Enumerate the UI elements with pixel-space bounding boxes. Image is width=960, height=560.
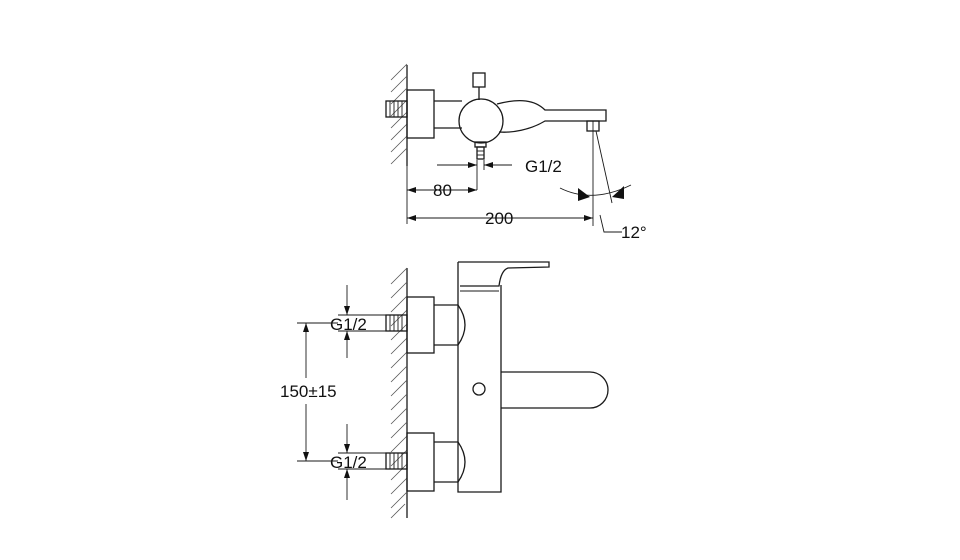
mixer-body-top bbox=[458, 98, 504, 144]
angle-lines bbox=[559, 130, 632, 233]
dim-thread-top bbox=[437, 160, 512, 190]
dim-spacing bbox=[297, 322, 338, 462]
spout-front bbox=[501, 371, 609, 409]
wall-top bbox=[390, 63, 408, 166]
dim-spacing-label: 150±15 bbox=[280, 382, 337, 401]
diverter-top bbox=[474, 141, 487, 160]
dim-80-label: 80 bbox=[433, 181, 452, 200]
front-view: G1/2 G1/2 150±15 bbox=[280, 261, 609, 519]
mixer-body-front bbox=[457, 261, 550, 493]
dim-thread-upper bbox=[338, 285, 386, 358]
dim-80 bbox=[406, 166, 477, 224]
dim-200 bbox=[407, 215, 593, 221]
thread-upper-label: G1/2 bbox=[330, 315, 367, 334]
pipe-lower bbox=[385, 432, 466, 492]
dim-200-label: 200 bbox=[485, 209, 513, 228]
spout-top bbox=[496, 99, 607, 133]
lever-top bbox=[472, 72, 486, 100]
escutcheon-top bbox=[406, 89, 435, 139]
thread-lower-label: G1/2 bbox=[330, 453, 367, 472]
top-view: G1/2 80 200 12° bbox=[385, 63, 647, 242]
dim-thread-lower bbox=[338, 424, 386, 500]
dim-angle-label: 12° bbox=[621, 223, 647, 242]
wall-front bbox=[390, 267, 408, 519]
dim-thread-top-label: G1/2 bbox=[525, 157, 562, 176]
pipe-upper bbox=[385, 296, 466, 354]
connector-top bbox=[434, 100, 462, 129]
